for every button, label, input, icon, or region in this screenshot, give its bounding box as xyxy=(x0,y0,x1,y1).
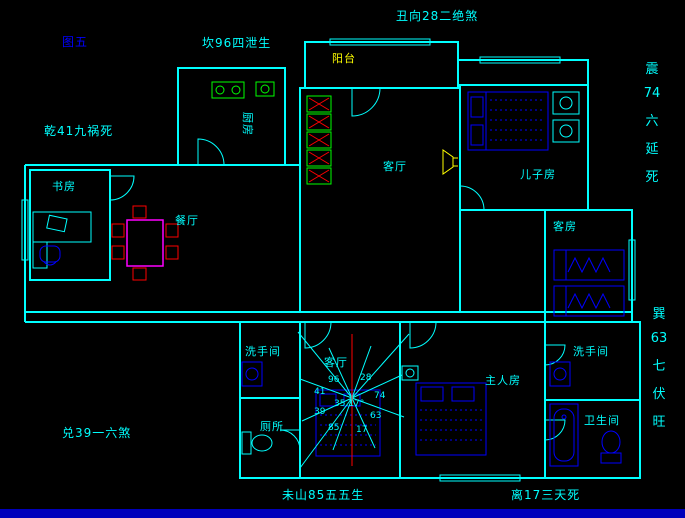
label-living-room: 客厅 xyxy=(383,160,407,173)
compass-number-w: 39 xyxy=(314,407,326,417)
label-dui-west: 兑39一六煞 xyxy=(62,426,132,440)
stove-icon xyxy=(211,81,275,99)
compass-number-n: 96 xyxy=(328,375,340,385)
compass-number-ne: 28 xyxy=(360,373,372,383)
label-char: 74 xyxy=(643,86,661,101)
label-char: 震 xyxy=(645,62,659,77)
label-char: 六 xyxy=(645,114,659,129)
label-xun-southeast: 巽 63 七 伏 旺 xyxy=(648,303,670,439)
compass-rose xyxy=(297,331,410,469)
study-chair xyxy=(39,245,61,266)
label-char: 七 xyxy=(652,359,666,374)
label-zhen-east: 震 74 六 延 死 xyxy=(641,58,663,194)
washbasin-left xyxy=(241,361,263,387)
label-char: 旺 xyxy=(652,415,666,430)
bathtub xyxy=(549,403,579,467)
master-nightstand xyxy=(401,365,419,381)
master-bed xyxy=(415,382,487,456)
label-master-room: 主人房 xyxy=(485,374,521,387)
dining-chairs xyxy=(111,205,179,281)
compass-number-sw: 85 xyxy=(328,423,339,433)
compass-number-e: 74 xyxy=(374,391,386,401)
dining-table xyxy=(126,219,164,267)
doors xyxy=(109,87,566,451)
compass-number-s: 17 xyxy=(356,425,367,435)
label-son-room: 儿子房 xyxy=(520,168,556,181)
label-washroom-right: 洗手间 xyxy=(573,345,609,358)
windows xyxy=(21,38,636,482)
label-balcony: 阳台 xyxy=(332,52,356,65)
living-cabinet xyxy=(306,95,332,185)
study-desk xyxy=(32,211,92,269)
compass-degree: 35.17° xyxy=(334,399,364,409)
label-bathroom: 卫生间 xyxy=(584,414,620,427)
label-char: 死 xyxy=(645,170,659,185)
label-li-south: 离17三天死 xyxy=(511,488,581,502)
label-chou-facing: 丑向28二绝煞 xyxy=(396,9,479,23)
label-char: 延 xyxy=(645,142,659,157)
label-toilet: 厕所 xyxy=(260,420,284,433)
label-char: 伏 xyxy=(652,387,666,402)
compass-number-nw: 41 xyxy=(314,387,325,397)
washbasin-right xyxy=(549,361,571,387)
label-char: 巽 xyxy=(652,307,666,322)
label-char: 63 xyxy=(650,331,668,346)
label-qian-northwest: 乾41九祸死 xyxy=(44,124,114,138)
label-wei-mountain: 未山85五五生 xyxy=(282,488,365,502)
label-kitchen: 厨房 xyxy=(241,112,254,136)
guest-beds xyxy=(553,249,625,317)
son-nightstand xyxy=(552,91,580,143)
bottom-bar xyxy=(0,509,685,518)
toilet-right xyxy=(600,430,622,464)
son-bed xyxy=(467,91,549,151)
cabinet-flower-marks xyxy=(308,97,330,183)
label-guest-room: 客房 xyxy=(553,220,577,233)
label-study: 书房 xyxy=(52,180,76,193)
label-living-room-2: 客厅 xyxy=(324,356,348,369)
tv-icon xyxy=(442,149,458,175)
toilet-left xyxy=(241,431,273,455)
figure-label: 图五 xyxy=(62,35,89,49)
label-washroom-left: 洗手间 xyxy=(245,345,281,358)
compass-number-se: 63 xyxy=(370,411,381,421)
compass-numbers: 96 28 74 63 17 85 39 41 35.17° xyxy=(314,373,386,435)
label-kan-north: 坎96四泄生 xyxy=(202,36,272,50)
label-dining-room: 餐厅 xyxy=(175,214,199,227)
